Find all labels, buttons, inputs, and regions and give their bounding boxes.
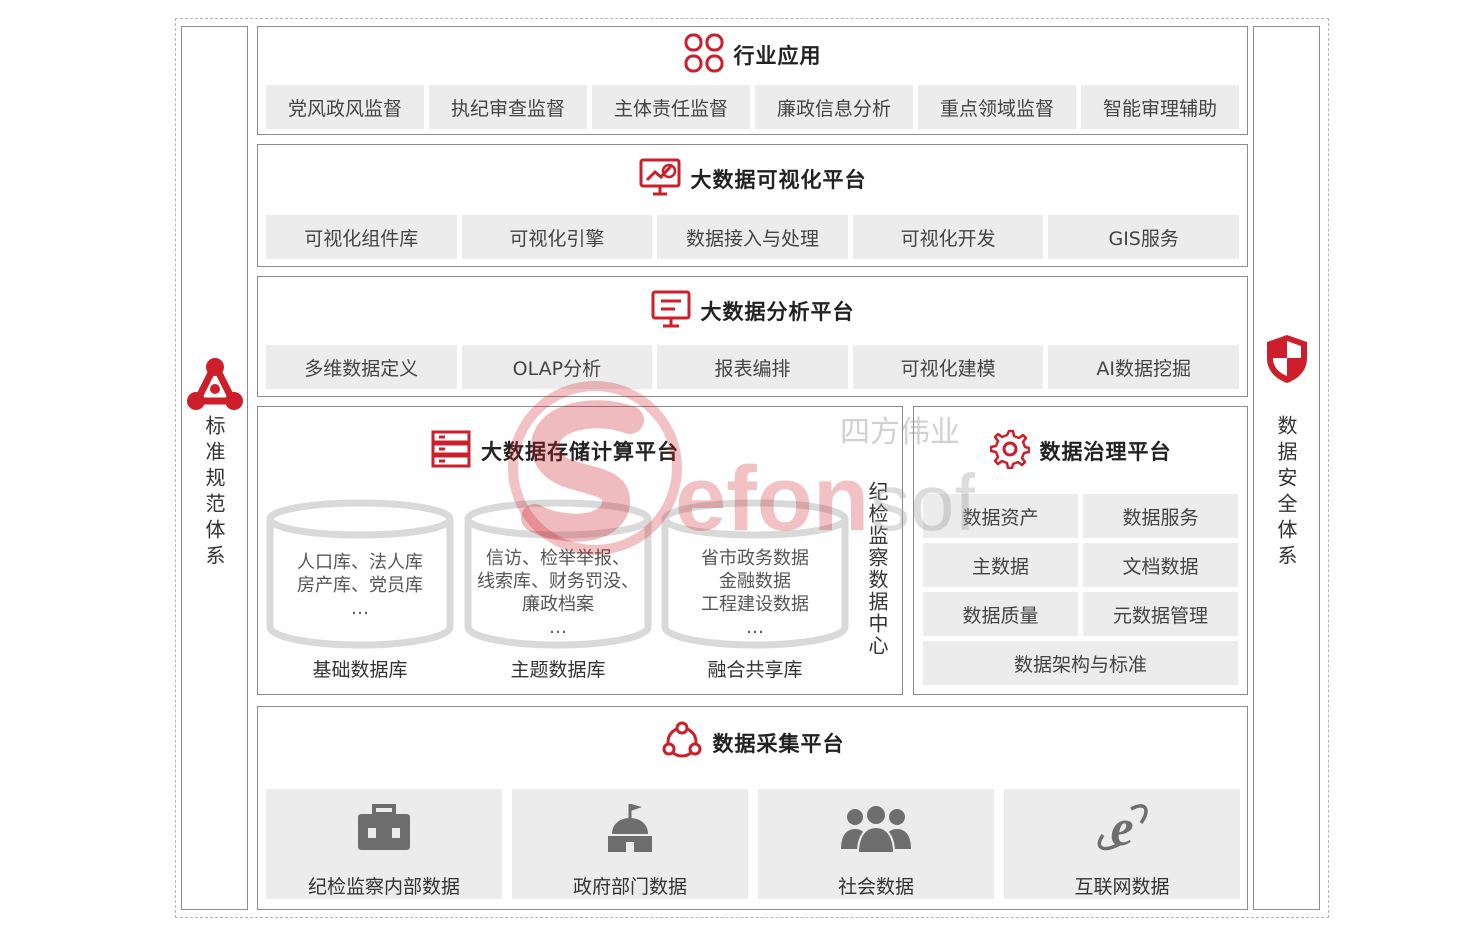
database-cylinder: 人口库、法人库 房产库、党员库 … 基础数据库	[266, 499, 454, 682]
industry-title: 行业应用	[258, 33, 1247, 78]
data-center-label: 纪检监察数据中心	[865, 481, 889, 657]
screen-list-icon	[651, 290, 691, 333]
source-label: 政府部门数据	[572, 876, 687, 898]
database-line: 省市政务数据	[701, 548, 809, 569]
industry-item[interactable]: 智能审理辅助	[1081, 85, 1239, 129]
database-cylinder: 省市政务数据 金融数据 工程建设数据 … 融合共享库	[661, 499, 849, 682]
visualization-item[interactable]: 可视化引擎	[461, 215, 653, 259]
storage-title: 大数据存储计算平台	[258, 430, 852, 473]
gear-icon	[989, 429, 1030, 474]
source-label: 社会数据	[837, 876, 914, 898]
share-nodes-icon	[186, 357, 244, 417]
svg-text:e: e	[1110, 801, 1133, 855]
visualization-items: 可视化组件库 可视化引擎 数据接入与处理 可视化开发 GIS服务	[266, 215, 1239, 259]
collection-title: 数据采集平台	[258, 721, 1247, 766]
source-card[interactable]: 纪检监察内部数据	[266, 789, 502, 899]
industry-item[interactable]: 重点领域监督	[918, 85, 1076, 129]
database-cylinder: 信访、检举举报、 线索库、财务罚没、 廉政档案 … 主题数据库	[464, 499, 652, 682]
database-line: 廉政档案	[522, 594, 594, 615]
database-line: 信访、检举举报、	[486, 548, 630, 569]
database-line: 人口库、法人库	[297, 552, 423, 573]
analysis-item[interactable]: 可视化建模	[852, 345, 1044, 389]
governance-item[interactable]: 文档数据	[1083, 543, 1238, 587]
database-line: 金融数据	[719, 571, 791, 592]
analysis-item[interactable]: AI数据挖掘	[1048, 345, 1239, 389]
governance-item[interactable]: 数据质量	[923, 592, 1078, 636]
industry-item[interactable]: 执纪审查监督	[429, 85, 587, 129]
governance-item[interactable]: 主数据	[923, 543, 1078, 587]
visualization-item[interactable]: GIS服务	[1048, 215, 1239, 259]
government-building-icon	[604, 799, 656, 856]
governance-item[interactable]: 数据服务	[1083, 494, 1238, 538]
security-column: 数据安全体系	[1253, 26, 1320, 910]
source-label: 互联网数据	[1074, 876, 1170, 898]
people-group-icon	[839, 799, 913, 856]
visualization-title-text: 大数据可视化平台	[690, 168, 867, 192]
database-label: 基础数据库	[312, 659, 408, 681]
architecture-frame	[175, 18, 1329, 918]
database-line: …	[549, 617, 567, 638]
analysis-title: 大数据分析平台	[258, 290, 1247, 333]
governance-item-wide[interactable]: 数据架构与标准	[923, 641, 1238, 685]
source-card[interactable]: e 互联网数据	[1004, 789, 1240, 899]
database-line: …	[351, 598, 369, 619]
database-line: 线索库、财务罚没、	[477, 571, 639, 592]
analysis-item[interactable]: 报表编排	[657, 345, 848, 389]
collection-title-text: 数据采集平台	[712, 732, 845, 756]
industry-title-text: 行业应用	[733, 44, 822, 68]
analysis-title-text: 大数据分析平台	[700, 300, 855, 324]
analysis-item[interactable]: 多维数据定义	[266, 345, 457, 389]
standards-label: 标准规范体系	[202, 415, 226, 571]
shield-icon	[1265, 333, 1309, 389]
grid-icon	[684, 33, 724, 78]
database-line: 工程建设数据	[701, 594, 809, 615]
visualization-panel: 大数据可视化平台 可视化组件库 可视化引擎 数据接入与处理 可视化开发 GIS服…	[257, 144, 1248, 267]
visualization-title: 大数据可视化平台	[258, 158, 1247, 201]
governance-items: 数据资产 数据服务 主数据 文档数据 数据质量 元数据管理 数据架构与标准	[923, 494, 1238, 685]
briefcase-icon	[356, 799, 412, 856]
industry-items: 党风政风监督 执纪审查监督 主体责任监督 廉政信息分析 重点领域监督 智能审理辅…	[266, 85, 1239, 129]
source-label: 纪检监察内部数据	[307, 876, 460, 898]
visualization-item[interactable]: 数据接入与处理	[657, 215, 848, 259]
industry-item[interactable]: 主体责任监督	[592, 85, 750, 129]
industry-panel: 行业应用 党风政风监督 执纪审查监督 主体责任监督 廉政信息分析 重点领域监督 …	[257, 26, 1248, 135]
industry-item[interactable]: 廉政信息分析	[755, 85, 913, 129]
database-line: …	[746, 617, 764, 638]
industry-item[interactable]: 党风政风监督	[266, 85, 424, 129]
visualization-item[interactable]: 可视化组件库	[266, 215, 457, 259]
monitor-chart-icon	[639, 158, 681, 201]
standards-column: 标准规范体系	[181, 26, 248, 910]
visualization-item[interactable]: 可视化开发	[852, 215, 1044, 259]
analysis-item[interactable]: OLAP分析	[461, 345, 653, 389]
governance-item[interactable]: 元数据管理	[1083, 592, 1238, 636]
analysis-items: 多维数据定义 OLAP分析 报表编排 可视化建模 AI数据挖掘	[266, 345, 1239, 389]
governance-panel: 数据治理平台 数据资产 数据服务 主数据 文档数据 数据质量 元数据管理 数据架…	[913, 406, 1248, 695]
storage-panel: 大数据存储计算平台 人口库、法人库 房产库、党员库 … 基础数据库 信访、检举举…	[257, 406, 903, 695]
server-icon	[431, 430, 471, 473]
database-label: 融合共享库	[707, 659, 803, 681]
source-card[interactable]: 政府部门数据	[512, 789, 748, 899]
database-label: 主题数据库	[510, 659, 606, 681]
governance-title: 数据治理平台	[914, 429, 1247, 474]
internet-explorer-icon: e	[1095, 799, 1149, 856]
storage-title-text: 大数据存储计算平台	[481, 440, 679, 464]
network-cycle-icon	[661, 721, 703, 766]
governance-item[interactable]: 数据资产	[923, 494, 1078, 538]
analysis-panel: 大数据分析平台 多维数据定义 OLAP分析 报表编排 可视化建模 AI数据挖掘	[257, 276, 1248, 397]
collection-panel: 数据采集平台 纪检监察内部数据 政府部门数据	[257, 706, 1248, 910]
governance-title-text: 数据治理平台	[1039, 440, 1172, 464]
database-line: 房产库、党员库	[297, 575, 423, 596]
source-card[interactable]: 社会数据	[758, 789, 994, 899]
security-label: 数据安全体系	[1274, 415, 1298, 571]
